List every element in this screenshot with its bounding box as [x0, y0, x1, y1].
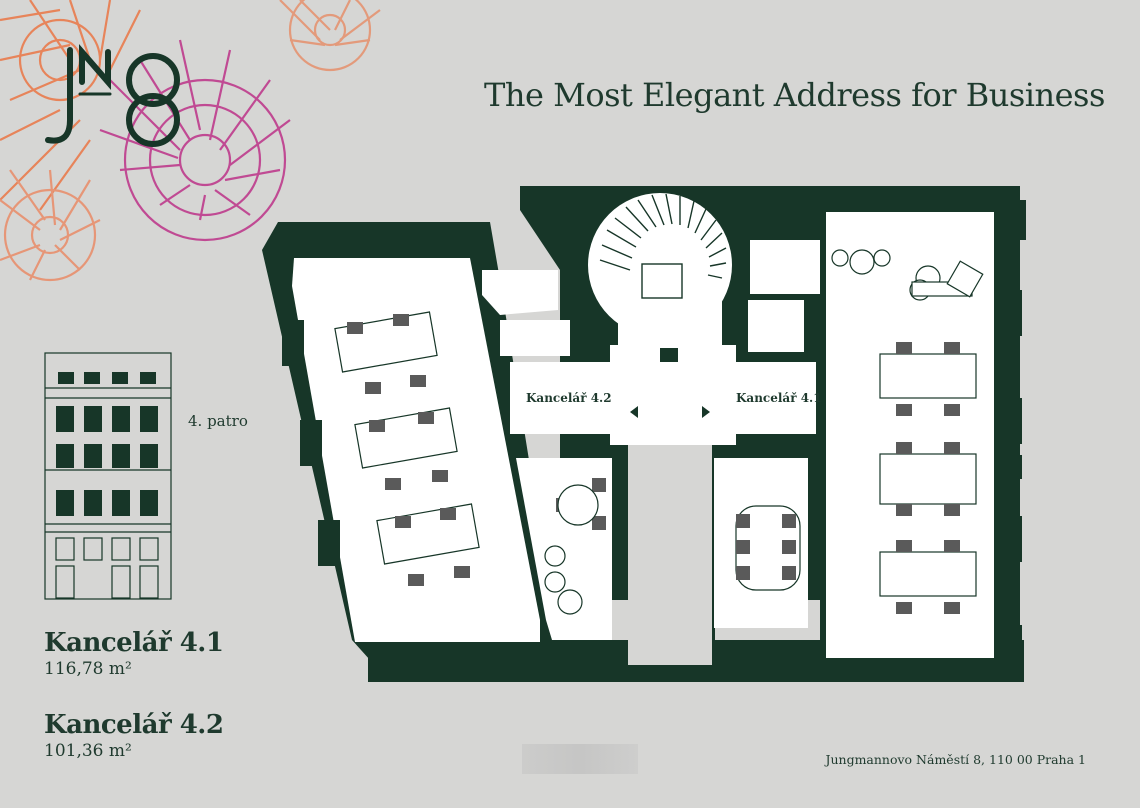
- office-summary-4-2: Kancelář 4.2 101,36 m²: [44, 710, 224, 762]
- flower-illustration: [0, 0, 381, 282]
- room-office-4-2: [510, 362, 614, 434]
- office-area: 101,36 m²: [44, 741, 132, 761]
- headline: The Most Elegant Address for Business: [484, 76, 1105, 114]
- building-facade: [44, 352, 172, 600]
- blurred-element: [522, 744, 638, 774]
- office-name: Kancelář 4.2: [44, 710, 224, 740]
- brand-logo: [45, 43, 180, 147]
- office-summary-4-1: Kancelář 4.1 116,78 m²: [44, 628, 224, 680]
- floor-label: 4. patro: [188, 412, 248, 430]
- office-area: 116,78 m²: [44, 659, 132, 679]
- address: Jungmannovo Náměstí 8, 110 00 Praha 1: [825, 752, 1086, 767]
- room-office-4-1: [720, 362, 816, 434]
- plan-label-office-4-1: Kancelář 4.1: [736, 391, 822, 405]
- plan-label-office-4-2: Kancelář 4.2: [526, 391, 612, 405]
- office-name: Kancelář 4.1: [44, 628, 224, 658]
